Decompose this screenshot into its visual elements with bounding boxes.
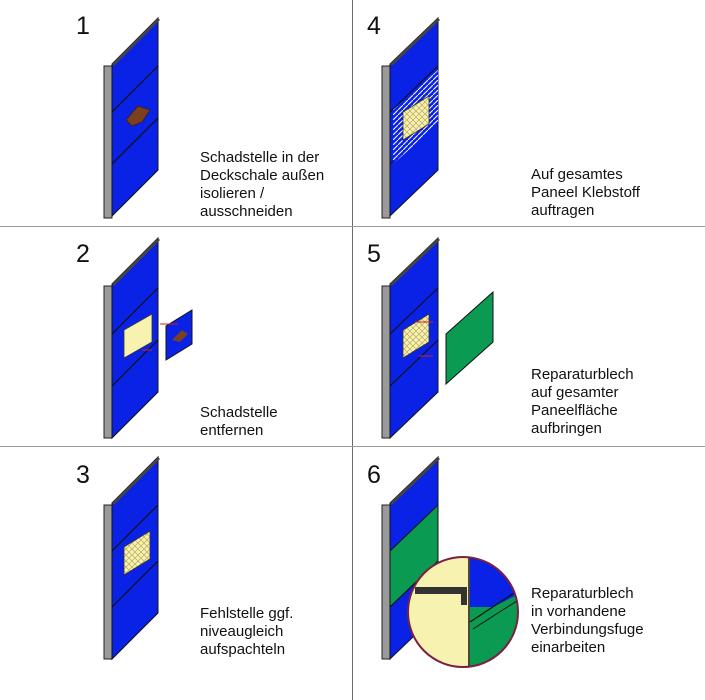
detail-magnifier (407, 556, 519, 668)
step-number: 3 (76, 461, 90, 489)
filled-area (123, 530, 151, 576)
step-number: 2 (76, 240, 90, 268)
panel-illustration-3 (103, 455, 160, 661)
cutout (123, 313, 153, 359)
step-number: 6 (367, 461, 381, 489)
row-divider-2 (0, 446, 705, 447)
panel-illustration-5 (381, 236, 494, 440)
step-number: 5 (367, 240, 381, 268)
row-divider-1 (0, 226, 705, 227)
panel-illustration-6 (381, 455, 519, 668)
damage-spot (125, 105, 151, 127)
vertical-divider (352, 0, 353, 700)
panel-illustration-1 (103, 16, 160, 219)
panel-illustration-2 (103, 236, 193, 440)
step-number: 4 (367, 12, 381, 40)
step-number: 1 (76, 12, 90, 40)
repair-sheet (445, 290, 494, 386)
panel-illustration-4 (381, 16, 440, 219)
